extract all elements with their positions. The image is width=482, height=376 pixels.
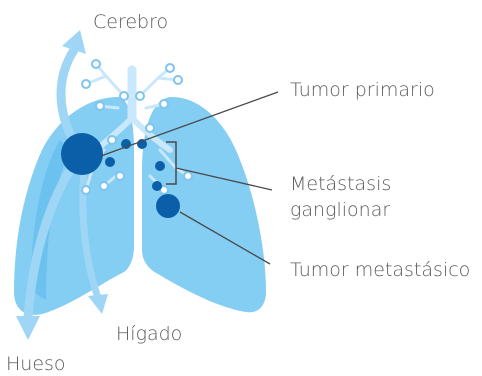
small-node — [120, 92, 128, 100]
label-lymph-metastasis-1: Metástasis — [290, 173, 391, 195]
lymph-node-dot — [105, 157, 115, 167]
small-node — [184, 172, 192, 180]
lymph-node-dot — [155, 161, 165, 171]
small-node — [166, 64, 174, 72]
small-node — [116, 172, 124, 180]
primary-tumor-dot — [61, 133, 103, 175]
small-node — [100, 182, 108, 190]
label-primary-tumor: Tumor primario — [290, 79, 435, 101]
small-node — [160, 100, 168, 108]
metastatic-tumor-dot — [156, 194, 180, 218]
small-node — [82, 186, 90, 194]
small-node — [146, 124, 154, 132]
label-bone: Hueso — [6, 353, 66, 375]
label-metastatic-tumor: Tumor metastásico — [290, 259, 470, 281]
small-node — [108, 136, 116, 144]
arrow-to-liver-head — [88, 294, 108, 314]
label-liver: Hígado — [116, 323, 182, 345]
label-lymph-metastasis-2: ganglionar — [290, 199, 390, 221]
small-node — [174, 76, 182, 84]
small-node — [92, 60, 100, 68]
label-brain: Cerebro — [93, 11, 168, 33]
small-node — [82, 80, 90, 88]
lymph-node-dot — [152, 181, 162, 191]
branch-1 — [96, 64, 124, 96]
arrow-to-bone-head — [16, 316, 40, 340]
small-node — [136, 92, 144, 100]
small-node — [96, 102, 104, 110]
branch-3 — [140, 68, 170, 96]
